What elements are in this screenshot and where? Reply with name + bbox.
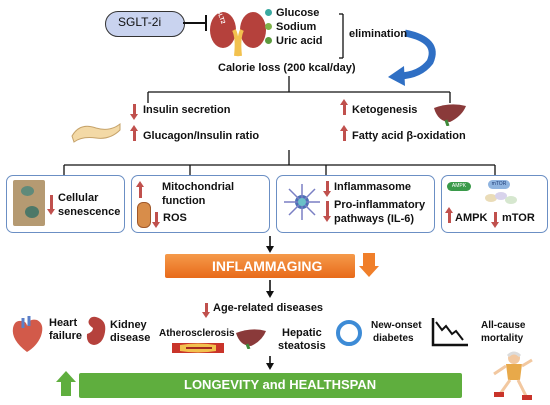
pro-inflammatory-down-arrow bbox=[323, 201, 331, 222]
kidney-icon bbox=[85, 316, 107, 346]
senescent-cell-image bbox=[13, 180, 45, 226]
all-cause-mortality-line1: All-cause bbox=[481, 320, 526, 331]
glucose-label: Glucose bbox=[276, 7, 320, 19]
hepatic-steatosis-line2: steatosis bbox=[278, 340, 326, 352]
pancreas-icon bbox=[70, 118, 122, 144]
elimination-label: elimination bbox=[349, 28, 408, 40]
heart-failure-line2: failure bbox=[49, 330, 83, 342]
mtor-label: mTOR bbox=[502, 212, 535, 224]
uric-acid-label: Uric acid bbox=[276, 35, 323, 47]
mtor-mini-badge: mTOR bbox=[488, 180, 510, 189]
kidney-disease-line1: Kidney bbox=[110, 319, 147, 331]
hepatic-steatosis-line1: Hepatic bbox=[282, 327, 322, 339]
uric-dot bbox=[265, 37, 272, 44]
all-cause-mortality-line2: mortality bbox=[481, 333, 524, 344]
ketogenesis-up-arrow bbox=[340, 99, 348, 115]
insulin-secretion-label: Insulin secretion bbox=[143, 104, 231, 116]
mtor-down-arrow bbox=[491, 212, 499, 228]
pro-inflammatory-line1: Pro-inflammatory bbox=[334, 199, 426, 211]
sglt2i-label: SGLT-2i bbox=[118, 15, 162, 29]
inflammasome-icon bbox=[282, 182, 322, 222]
insulin-down-arrow bbox=[130, 104, 138, 120]
inflammaging-bar bbox=[165, 254, 355, 278]
heart-icon bbox=[9, 314, 45, 354]
ampk-up-arrow bbox=[445, 207, 453, 223]
longevity-up-arrowhead bbox=[56, 371, 76, 382]
longevity-label: LONGEVITY and HEALTHSPAN bbox=[184, 377, 377, 392]
fatty-acid-label: Fatty acid β-oxidation bbox=[352, 130, 466, 142]
sodium-dot bbox=[265, 23, 272, 30]
liver-icon bbox=[432, 102, 468, 126]
age-related-label: Age-related diseases bbox=[213, 302, 324, 314]
mitochondrial-line1: Mitochondrial bbox=[162, 181, 235, 193]
sodium-label: Sodium bbox=[276, 21, 317, 33]
inflammaging-down-arrowhead bbox=[359, 266, 379, 277]
cellular-senescence-line2: senescence bbox=[58, 206, 121, 218]
inhibitor-bar bbox=[205, 15, 207, 31]
new-onset-diabetes-line2: diabetes bbox=[373, 333, 414, 344]
mitochondrial-line2: function bbox=[162, 195, 206, 207]
glucose-dot bbox=[265, 9, 272, 16]
liver-small-icon bbox=[234, 327, 268, 349]
mitochondrion-icon bbox=[137, 202, 151, 228]
age-related-down-arrow bbox=[202, 303, 210, 318]
runner-icon bbox=[480, 350, 542, 402]
mitochondrial-up-arrow bbox=[136, 181, 144, 198]
inflammaging-label: INFLAMMAGING bbox=[212, 258, 323, 274]
inflammaging-down-arrow bbox=[363, 253, 375, 267]
inhibitor-line bbox=[183, 22, 205, 24]
senescence-down-arrow bbox=[47, 195, 55, 215]
ketogenesis-label: Ketogenesis bbox=[352, 104, 418, 116]
calorie-loss-label: Calorie loss (200 kcal/day) bbox=[218, 62, 356, 74]
ampk-mini-badge: AMPK bbox=[447, 182, 471, 191]
kidneys-icon: SGLT2 bbox=[208, 5, 268, 58]
heart-failure-line1: Heart bbox=[49, 317, 78, 329]
pro-inflammatory-line2: pathways (IL-6) bbox=[334, 213, 415, 225]
ros-down-arrow bbox=[152, 212, 160, 228]
declining-chart-icon bbox=[430, 316, 470, 348]
inflammasome-down-arrow bbox=[323, 181, 331, 197]
diabetes-circle-icon bbox=[336, 320, 362, 346]
cellular-senescence-line1: Cellular bbox=[58, 192, 99, 204]
glucagon-ratio-label: Glucagon/Insulin ratio bbox=[143, 130, 260, 142]
artery-icon bbox=[172, 341, 224, 355]
pathway-bubbles bbox=[485, 192, 525, 206]
fatty-acid-up-arrow bbox=[340, 125, 348, 141]
glucagon-up-arrow bbox=[130, 125, 138, 141]
new-onset-diabetes-line1: New-onset bbox=[371, 320, 422, 331]
ros-label: ROS bbox=[163, 212, 187, 224]
kidney-disease-line2: disease bbox=[110, 332, 151, 344]
atherosclerosis-label: Atherosclerosis bbox=[159, 328, 235, 339]
inflammasome-label: Inflammasome bbox=[334, 181, 412, 193]
ampk-label: AMPK bbox=[455, 212, 488, 224]
longevity-up-arrow bbox=[61, 381, 71, 396]
sglt2i-pill bbox=[105, 11, 185, 37]
longevity-bar bbox=[79, 373, 462, 398]
